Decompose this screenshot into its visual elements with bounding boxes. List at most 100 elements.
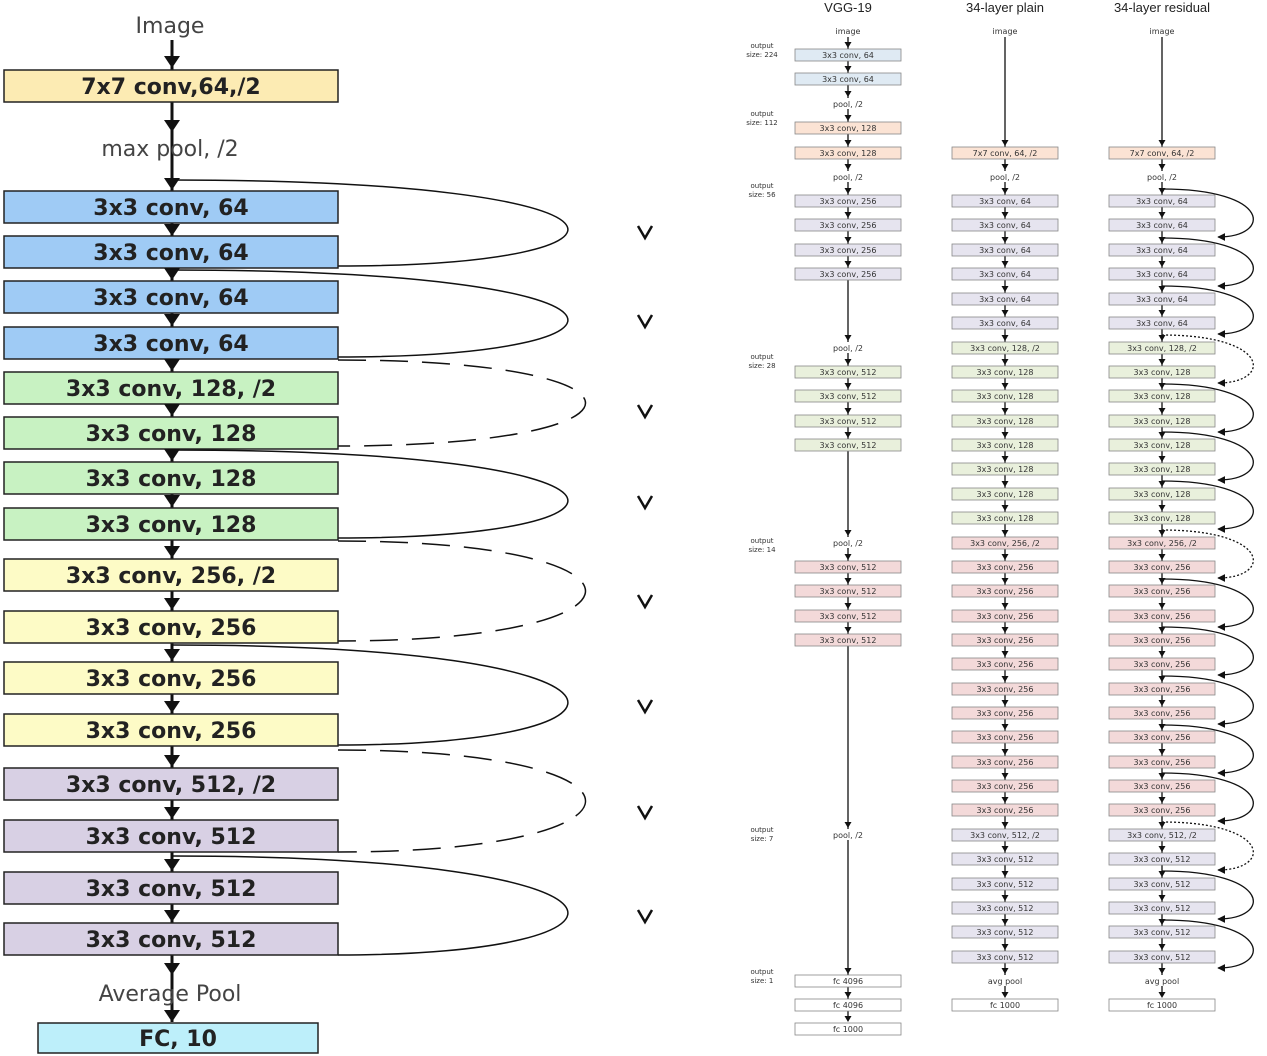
layer-box	[1108, 609, 1216, 623]
layer-box	[1108, 267, 1216, 281]
layer-box	[3, 69, 339, 103]
layer-box	[1108, 657, 1216, 671]
flow-arrowhead	[164, 649, 180, 661]
layer-label: 3x3 conv, 64	[93, 196, 248, 221]
left-layer-block: 3x3 conv, 512, /2	[3, 767, 339, 801]
flow-arrowhead	[844, 91, 852, 97]
flow-arrowhead	[1001, 530, 1009, 536]
layer-box	[3, 819, 339, 853]
layer-box	[3, 922, 339, 956]
pool-label: max pool, /2	[101, 137, 238, 162]
flow-arrowhead	[1001, 603, 1009, 609]
residual-layer-block: 3x3 conv, 128	[1108, 438, 1216, 452]
residual-skip-solid	[1161, 480, 1254, 533]
layer-box	[1108, 292, 1216, 306]
output-size-value: size: 56	[748, 191, 776, 199]
flow-arrowhead	[1001, 797, 1009, 803]
residual-layer-block: 3x3 conv, 512, /2	[1108, 828, 1216, 842]
layer-label: 3x3 conv, 128	[86, 513, 257, 538]
output-size-label: output	[750, 353, 773, 361]
left-skip-dashed	[337, 749, 587, 853]
flow-arrowhead	[1158, 871, 1166, 877]
layer-box	[951, 414, 1059, 428]
layer-box	[951, 657, 1059, 671]
flow-arrowhead	[1001, 773, 1009, 779]
vgg-layer-block: fc 4096	[794, 974, 902, 988]
layer-box	[794, 194, 902, 208]
flow-arrowhead	[1158, 310, 1166, 316]
layer-box	[951, 511, 1059, 525]
flow-arrowhead	[1158, 749, 1166, 755]
layer-label: 3x3 conv, 512	[820, 441, 877, 450]
plain-layer-block: 7x7 conv, 64, /2	[951, 146, 1059, 160]
pool-label: avg pool	[988, 977, 1022, 986]
flow-arrowhead	[164, 859, 180, 871]
layer-label: 3x3 conv, 512, /2	[970, 831, 1040, 840]
left-layer-block: 3x3 conv, 128	[3, 461, 339, 495]
layer-label: 3x3 conv, 128	[1134, 392, 1191, 401]
layer-label: 3x3 conv, 256	[977, 782, 1034, 791]
label-backdrop	[826, 98, 870, 109]
pool-label: pool, /2	[1147, 173, 1177, 182]
left-skip-arrowhead	[636, 314, 654, 330]
left-layer-block: 3x3 conv, 512	[3, 922, 339, 956]
layer-box	[1108, 389, 1216, 403]
flow-arrowhead	[1158, 700, 1166, 706]
residual-layer-block: 3x3 conv, 512	[1108, 950, 1216, 964]
left-skip-arrowhead	[636, 225, 654, 241]
layer-box	[951, 803, 1059, 817]
left-layer-block: 3x3 conv, 256, /2	[3, 558, 339, 592]
layer-box	[951, 438, 1059, 452]
vgg-layer-block: 3x3 conv, 512	[794, 560, 902, 574]
residual-layer-block: fc 1000	[1108, 998, 1216, 1012]
layer-box	[1108, 365, 1216, 379]
left-layer-block: 7x7 conv,64,/2	[3, 69, 339, 103]
layer-box	[794, 414, 902, 428]
flow-arrowhead	[1158, 383, 1166, 389]
flow-arrowhead	[1001, 724, 1009, 730]
layer-box	[794, 243, 902, 257]
flow-arrowhead	[1001, 286, 1009, 292]
flow-arrowhead	[164, 598, 180, 610]
flow-arrowhead	[844, 261, 852, 267]
layer-box	[3, 767, 339, 801]
flow-arrowhead	[844, 968, 852, 974]
layer-box	[1108, 998, 1216, 1012]
flow-arrowhead	[1001, 310, 1009, 316]
layer-box	[3, 416, 339, 450]
flow-arrowhead	[844, 554, 852, 560]
layer-box	[951, 998, 1059, 1012]
residual-skip-solid	[1161, 237, 1254, 290]
flow-arrowhead	[1001, 164, 1009, 170]
residual-layer-block: 3x3 conv, 64	[1108, 194, 1216, 208]
left-layer-block: 3x3 conv, 256	[3, 713, 339, 747]
pool-label: pool, /2	[833, 831, 863, 840]
plain-layer-block: 3x3 conv, 512	[951, 901, 1059, 915]
flow-arrowhead	[1001, 944, 1009, 950]
flow-arrowhead	[1001, 212, 1009, 218]
residual-skip-solid	[1161, 919, 1254, 972]
residual-skip-solid	[1161, 285, 1254, 338]
layer-label: 3x3 conv, 128	[977, 417, 1034, 426]
flow-arrowhead	[164, 963, 180, 975]
residual-layer-block: 3x3 conv, 256	[1108, 730, 1216, 744]
residual-layer-block: 3x3 conv, 128	[1108, 389, 1216, 403]
layer-label: 3x3 conv, 512, /2	[66, 773, 276, 798]
layer-box	[1108, 536, 1216, 550]
layer-box	[3, 661, 339, 695]
flow-arrowhead	[1158, 530, 1166, 536]
layer-box	[1108, 194, 1216, 208]
layer-label: 3x3 conv, 256	[977, 685, 1034, 694]
layer-box	[1108, 414, 1216, 428]
vgg-layer-block: 3x3 conv, 128	[794, 146, 902, 160]
plain-layer-block: 3x3 conv, 128	[951, 462, 1059, 476]
plain-layer-block: 3x3 conv, 256, /2	[951, 536, 1059, 550]
layer-label: 3x3 conv, 256	[86, 616, 257, 641]
layer-box	[1108, 877, 1216, 891]
layer-label: 3x3 conv, 128	[977, 514, 1034, 523]
output-size-value: size: 28	[748, 362, 775, 370]
layer-label: 3x3 conv, 256, /2	[66, 564, 276, 589]
layer-box	[794, 609, 902, 623]
left-layer-block: 3x3 conv, 128	[3, 507, 339, 541]
